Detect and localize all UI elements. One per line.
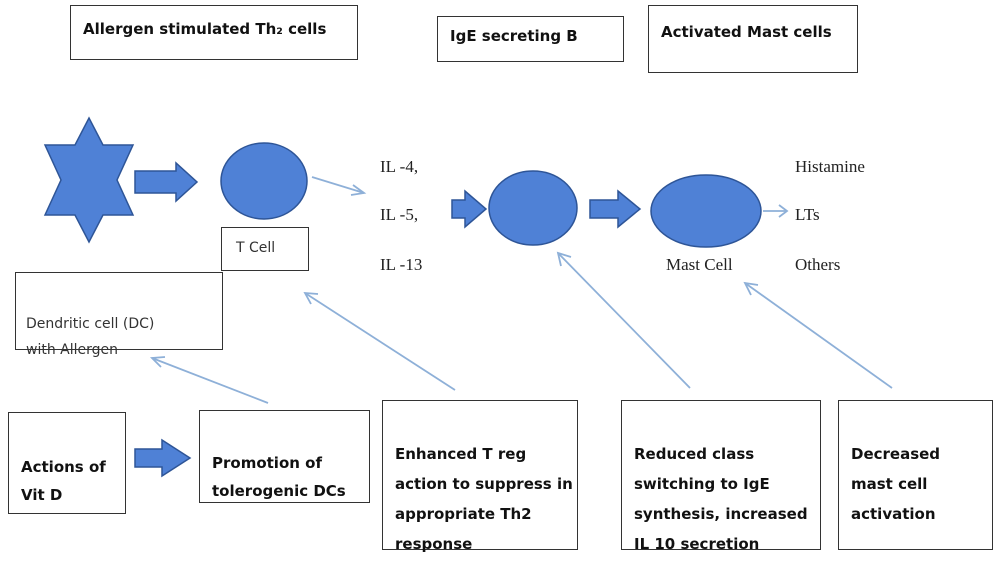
mast-decrease-box: Decreased mast cell activation	[838, 400, 993, 550]
treg-box: Enhanced T reg action to suppress in app…	[382, 400, 578, 553]
th2-cells-label: Allergen stimulated Th₂ cells	[83, 20, 327, 38]
mast-cell-label: Mast Cell	[666, 255, 733, 274]
arrow-head	[303, 291, 319, 305]
arrow-promotion-to-dc	[151, 357, 269, 404]
arrow-mastdecrease-to-mast	[744, 282, 893, 389]
ige-b-label: IgE secreting B	[450, 27, 578, 45]
mediator-lts: LTs	[795, 205, 820, 224]
mast-decrease-label: Decreased mast cell activation	[851, 445, 941, 523]
actions-vitd-box: Actions of Vit D	[8, 412, 126, 514]
arrow-tcell-to-cytokines	[311, 176, 365, 194]
cytokine-il13: IL -13	[380, 255, 423, 274]
arrow-head	[149, 356, 166, 368]
mast-cell-shape	[650, 174, 762, 248]
promotion-label: Promotion of tolerogenic DCs	[212, 454, 346, 500]
t-cell-shape	[220, 142, 308, 220]
t-cell-box: T Cell	[221, 227, 309, 271]
class-switch-box: Reduced class switching to IgE synthesis…	[621, 400, 821, 553]
cytokine-il4: IL -4,	[380, 157, 419, 176]
t-cell-label: T Cell	[236, 240, 276, 256]
block-arrow-cytokines-to-bcell	[451, 189, 488, 229]
mediator-others: Others	[795, 255, 841, 274]
dendritic-cell-box: Dendritic cell (DC) with Allergen	[15, 272, 223, 358]
block-arrow-dc-to-tcell	[134, 161, 199, 203]
arrow-treg-to-tcell	[304, 292, 456, 391]
th2-cells-box: Allergen stimulated Th₂ cells	[70, 5, 358, 60]
arrow-head	[778, 204, 789, 218]
actions-vitd-label: Actions of Vit D	[21, 458, 106, 504]
activated-mast-box: Activated Mast cells	[648, 5, 858, 73]
treg-label: Enhanced T reg action to suppress in app…	[395, 445, 573, 553]
activated-mast-label: Activated Mast cells	[661, 23, 832, 41]
dendritic-cell-label: Dendritic cell (DC) with Allergen	[26, 316, 155, 358]
arrow-head	[556, 251, 572, 267]
arrow-classswitch-to-bcell	[557, 252, 691, 389]
promotion-box: Promotion of tolerogenic DCs	[199, 410, 370, 503]
cytokine-il5: IL -5,	[380, 205, 419, 224]
dendritic-cell-star	[43, 116, 135, 244]
class-switch-label: Reduced class switching to IgE synthesis…	[634, 445, 808, 553]
b-cell-shape	[488, 170, 578, 246]
ige-b-box: IgE secreting B	[437, 16, 624, 62]
block-arrow-bcell-to-mast	[589, 189, 642, 229]
arrow-head	[350, 184, 367, 196]
mediator-histamine: Histamine	[795, 157, 865, 176]
arrow-head	[743, 281, 759, 296]
block-arrow-actions-to-promotion	[134, 438, 192, 478]
